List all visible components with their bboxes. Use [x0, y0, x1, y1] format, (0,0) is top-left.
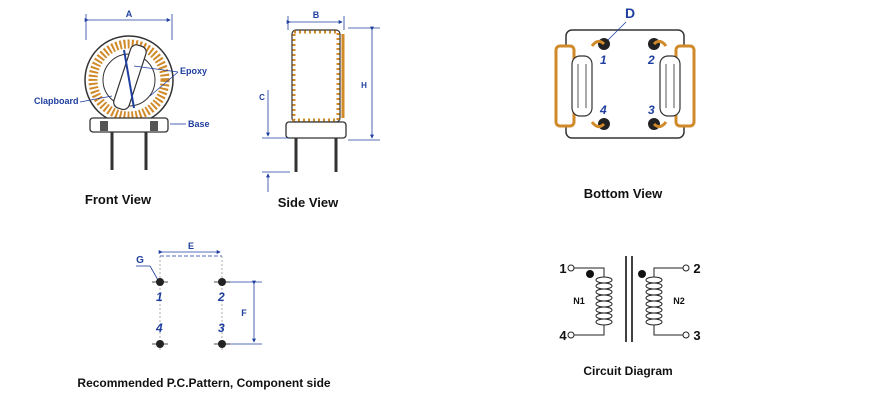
base: [89, 117, 169, 133]
pcb-pin-2-label: 2: [217, 290, 225, 304]
epoxy-label: Epoxy: [180, 66, 207, 76]
terminal-4: [567, 331, 575, 339]
coil-n1: [595, 276, 613, 326]
coil-n2: [645, 276, 663, 326]
terminal-3: [682, 331, 690, 339]
n2-polarity-dot: [638, 270, 646, 278]
side-coil-body: [291, 29, 341, 123]
bottom-pin-2-label: 2: [647, 53, 655, 67]
terminal-1: [567, 264, 575, 272]
terminal-1-label: 1: [559, 261, 566, 276]
bottom-pin-3-label: 3: [648, 103, 655, 117]
n1-polarity-dot: [586, 270, 594, 278]
pcb-pin-4-label: 4: [155, 321, 163, 335]
toroid-winding: [88, 39, 170, 121]
dim-a-label: A: [126, 9, 133, 19]
pcb-pattern-drawing: E F G 1 2 4 3 Recommended P.C.Pattern, C…: [77, 241, 330, 390]
terminal-2-label: 2: [693, 261, 700, 276]
circuit-diagram-caption: Circuit Diagram: [583, 364, 672, 378]
dim-b-label: B: [313, 10, 320, 20]
circuit-diagram: 1 4 2 3 N1 N2 Circuit Diagram: [559, 256, 701, 378]
dim-g-label: G: [136, 255, 144, 266]
pcb-pin-3-label: 3: [218, 321, 225, 335]
bottom-pin-1-label: 1: [600, 53, 607, 67]
side-base: [285, 121, 347, 139]
terminal-2: [682, 264, 690, 272]
dim-f-label: F: [241, 308, 247, 318]
dim-e-label: E: [188, 241, 194, 251]
n1-label: N1: [573, 296, 585, 306]
pcb-pattern-caption: Recommended P.C.Pattern, Component side: [77, 376, 330, 390]
bottom-view-caption: Bottom View: [584, 186, 663, 201]
front-view-caption: Front View: [85, 192, 152, 207]
clapboard-label: Clapboard: [34, 96, 79, 106]
side-view-drawing: B H C Side View: [259, 10, 380, 210]
clapboard: [113, 44, 147, 111]
dim-d-label: D: [625, 5, 635, 21]
terminal-4-label: 4: [559, 328, 567, 343]
dim-h-label: H: [361, 81, 367, 90]
side-view-caption: Side View: [278, 195, 339, 210]
n2-label: N2: [673, 296, 685, 306]
pcb-pin-1-label: 1: [156, 290, 163, 304]
base-label: Base: [188, 119, 210, 129]
bottom-pin-4-label: 4: [599, 103, 607, 117]
terminal-3-label: 3: [693, 328, 700, 343]
front-view-drawing: A Clapboard Epoxy Base Front View: [34, 9, 210, 207]
bottom-view-drawing: D 1 2 4 3 Bottom View: [554, 5, 696, 201]
dim-c-label: C: [259, 93, 265, 102]
left-winding: [554, 44, 576, 128]
